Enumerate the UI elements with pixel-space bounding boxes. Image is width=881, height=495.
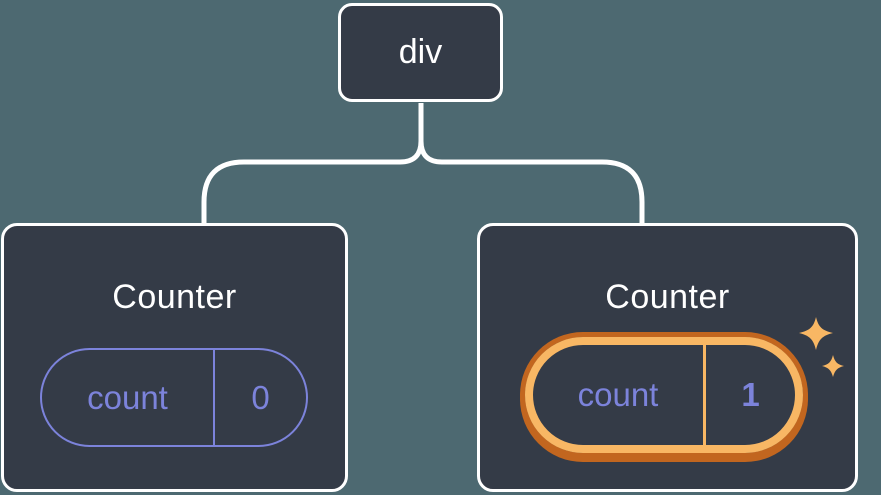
- state-value-right-label: 1: [741, 376, 760, 413]
- state-pill-left: count 0: [40, 348, 308, 447]
- root-node-label: div: [398, 33, 443, 71]
- state-pill-right-highlighted: count 1: [525, 337, 803, 453]
- state-key-left: count: [42, 350, 215, 445]
- state-value-left-label: 0: [251, 378, 270, 416]
- state-key-left-label: count: [87, 378, 168, 416]
- counter-card-right: Counter count 1: [477, 223, 858, 492]
- state-key-right-label: count: [577, 376, 659, 413]
- counter-card-right-title: Counter: [605, 278, 730, 316]
- sparkles-icon: [799, 317, 844, 377]
- state-value-right: 1: [706, 345, 795, 445]
- counter-card-left: Counter count 0: [1, 223, 348, 492]
- counter-card-left-title: Counter: [112, 278, 237, 316]
- connector-root-to-right-child: [418, 103, 645, 224]
- root-node-div: div: [338, 3, 503, 102]
- connector-root-to-left-child: [201, 103, 424, 224]
- state-key-right: count: [533, 345, 706, 445]
- state-value-left: 0: [215, 350, 306, 445]
- sparkle-large: [799, 317, 833, 350]
- sparkle-small: [822, 355, 844, 377]
